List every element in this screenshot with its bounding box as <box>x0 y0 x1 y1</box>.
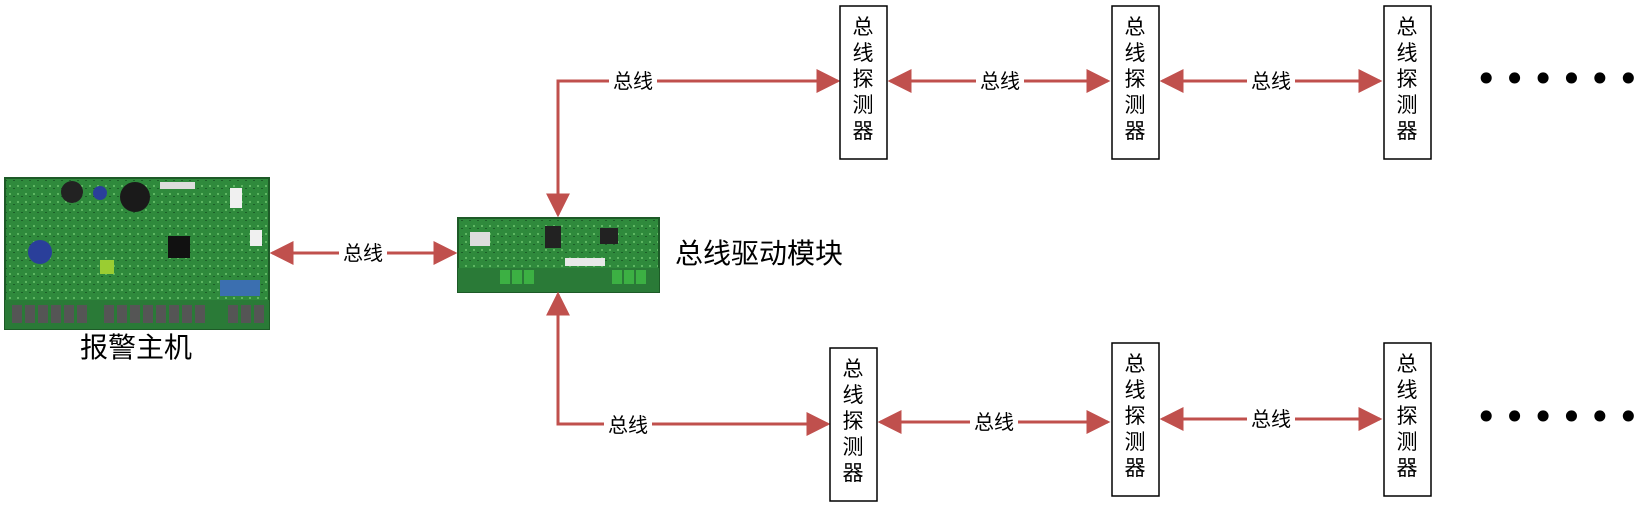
bus-label-bottom-2-3: 总线 <box>1251 407 1291 431</box>
detector-bottom-2: 总 线 探 测 器 <box>1111 342 1160 497</box>
svg-text:线: 线 <box>1125 378 1146 402</box>
svg-text:测: 测 <box>1397 430 1418 454</box>
svg-text:器: 器 <box>1125 119 1146 143</box>
svg-text:器: 器 <box>1397 456 1418 480</box>
svg-text:总: 总 <box>1125 15 1146 39</box>
svg-text:探: 探 <box>1397 67 1418 91</box>
bus-label-top-branch: 总线 <box>613 69 653 93</box>
bus-driver-module-label: 总线驱动模块 <box>675 237 843 270</box>
bus-label-top-2-3: 总线 <box>1251 69 1291 93</box>
svg-text:线: 线 <box>1397 378 1418 402</box>
svg-text:探: 探 <box>853 67 874 91</box>
svg-text:探: 探 <box>843 409 864 433</box>
svg-text:器: 器 <box>853 119 874 143</box>
svg-text:器: 器 <box>1125 456 1146 480</box>
bus-label-bottom-1-2: 总线 <box>974 410 1014 434</box>
svg-text:测: 测 <box>1397 93 1418 117</box>
svg-text:器: 器 <box>1397 119 1418 143</box>
svg-text:总: 总 <box>1397 15 1418 39</box>
detector-top-2: 总 线 探 测 器 <box>1111 5 1160 160</box>
bus-line-bottom-branch <box>546 291 831 436</box>
svg-text:总: 总 <box>1397 352 1418 376</box>
svg-text:测: 测 <box>843 435 864 459</box>
svg-text:总: 总 <box>1125 352 1146 376</box>
svg-text:器: 器 <box>843 461 864 485</box>
bus-label-host-driver: 总线 <box>343 241 383 265</box>
svg-text:线: 线 <box>1125 41 1146 65</box>
svg-text:总: 总 <box>843 357 864 381</box>
svg-text:线: 线 <box>853 41 874 65</box>
alarm-host-label: 报警主机 <box>80 331 192 364</box>
ellipsis-top: •••••• <box>1475 57 1638 101</box>
svg-text:探: 探 <box>1397 404 1418 428</box>
svg-text:测: 测 <box>1125 93 1146 117</box>
svg-text:线: 线 <box>1397 41 1418 65</box>
bus-label-top-1-2: 总线 <box>980 69 1020 93</box>
svg-text:测: 测 <box>853 93 874 117</box>
detector-top-1: 总 线 探 测 器 <box>839 5 888 160</box>
svg-text:探: 探 <box>1125 404 1146 428</box>
svg-text:总: 总 <box>853 15 874 39</box>
svg-text:线: 线 <box>843 383 864 407</box>
bus-label-bottom-branch: 总线 <box>608 413 648 437</box>
detector-bottom-3: 总 线 探 测 器 <box>1383 342 1432 497</box>
detector-top-3: 总 线 探 测 器 <box>1383 5 1432 160</box>
svg-text:测: 测 <box>1125 430 1146 454</box>
bus-line-top-branch <box>546 69 841 218</box>
ellipsis-bottom: •••••• <box>1475 395 1638 439</box>
bus-driver-module-board <box>457 217 660 293</box>
svg-text:探: 探 <box>1125 67 1146 91</box>
alarm-host-board <box>4 177 270 330</box>
detector-bottom-1: 总 线 探 测 器 <box>829 347 878 502</box>
